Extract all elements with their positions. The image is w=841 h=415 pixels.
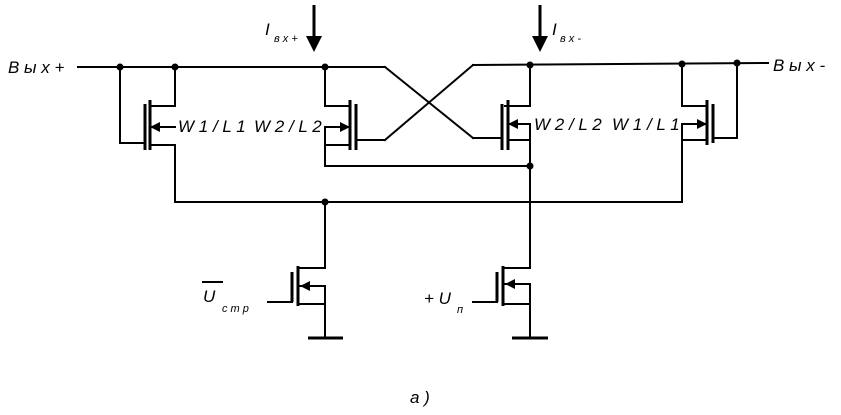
transistor-tail-control — [267, 201, 343, 340]
ratio-right-inner-label: W 2 / L 2 — [534, 115, 602, 134]
input-current-minus-arrow — [532, 5, 548, 52]
transistor-left-inner — [324, 66, 531, 167]
control-voltage-label: U — [203, 287, 216, 306]
input-plus-label: I — [265, 20, 270, 39]
ratio-left-outer-label: W 1 / L 1 — [178, 117, 246, 136]
supply-voltage-label: + U — [424, 289, 452, 308]
output-plus-label: В ы х + — [8, 58, 65, 77]
transistor-supply — [472, 165, 548, 340]
ratio-left-inner-label: W 2 / L 2 — [254, 117, 322, 136]
transistor-left-outer — [119, 66, 176, 203]
input-current-plus-arrow — [306, 5, 322, 52]
cross-coupling-wires — [356, 63, 503, 142]
output-minus-label: В ы х - — [773, 56, 826, 75]
figure-caption: а ) — [410, 388, 430, 407]
input-minus-label: I — [552, 20, 557, 39]
input-plus-subscript: в х + — [274, 33, 298, 45]
transistor-right-outer — [681, 62, 738, 203]
transistor-right-inner — [500, 64, 531, 167]
junction-dots — [116, 59, 741, 206]
input-minus-subscript: в х - — [560, 33, 581, 45]
output-rails — [77, 61, 770, 68]
supply-voltage-subscript: п — [457, 304, 463, 316]
ratio-right-outer-label: W 1 / L 1 — [612, 115, 680, 134]
control-voltage-subscript: с т р — [222, 303, 249, 315]
